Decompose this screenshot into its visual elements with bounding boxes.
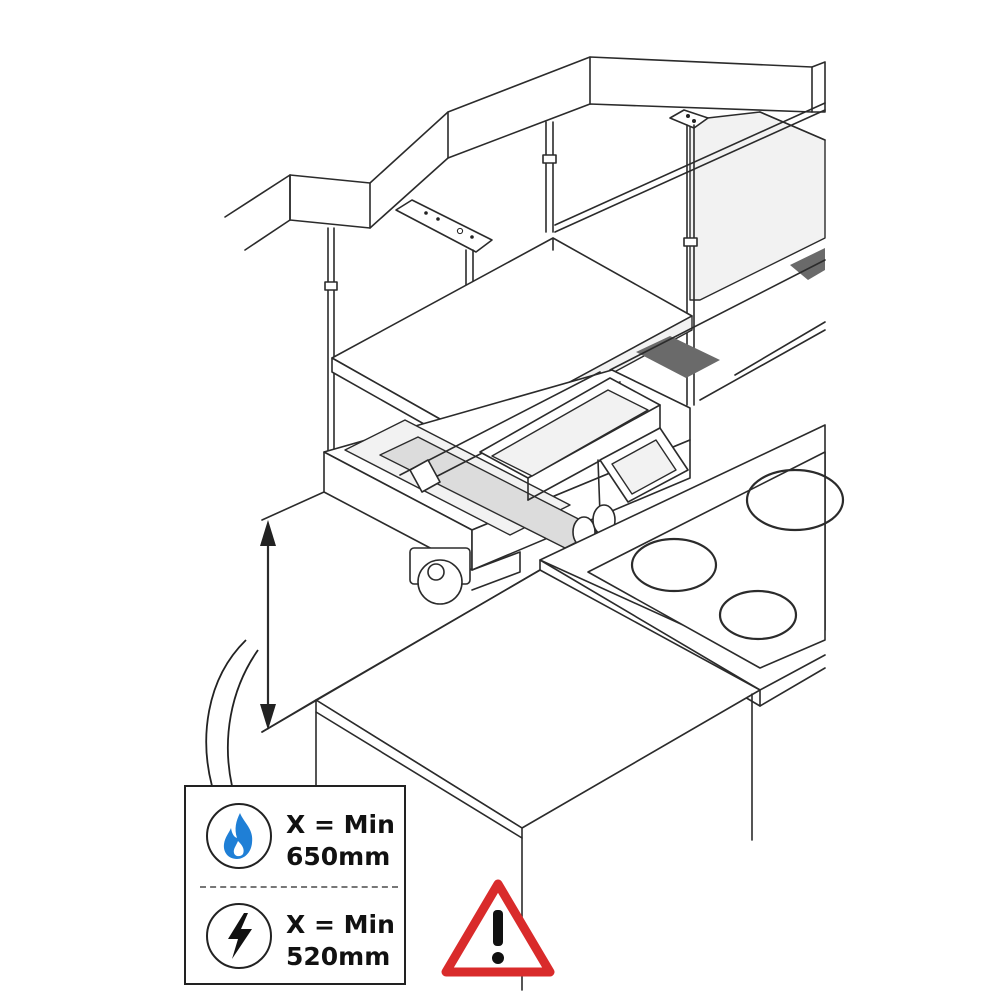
legend-row-gas: X = Min 650mm [186, 787, 404, 885]
ceiling-bracket-left [395, 199, 493, 253]
gas-clearance-value: 650mm [286, 842, 391, 871]
electric-clearance-value: 520mm [286, 942, 391, 971]
electric-clearance-text: X = Min 520mm [286, 909, 395, 973]
main-unit-body [323, 369, 691, 605]
clearance-legend: X = Min 650mm X = Min 520mm [184, 785, 406, 985]
electric-clearance-line1: X = Min [286, 910, 395, 939]
rear-canopy [554, 102, 826, 301]
rear-vents [609, 248, 826, 401]
ceiling-bracket-right [669, 109, 709, 129]
gas-clearance-text: X = Min 650mm [286, 809, 395, 873]
burner-front-right [718, 589, 798, 641]
legend-divider [200, 886, 398, 888]
burner-front-left [630, 537, 718, 593]
callout-tail [205, 639, 259, 787]
gas-clearance-line1: X = Min [286, 810, 395, 839]
lightning-bolt-icon [206, 903, 272, 969]
gas-flame-icon [206, 803, 272, 869]
legend-row-electric: X = Min 520mm [186, 887, 404, 985]
dimension-x [260, 491, 325, 733]
warning-exclamation-icon [441, 879, 555, 977]
ceiling-soffit [224, 56, 826, 251]
burner-back-right [745, 468, 845, 532]
